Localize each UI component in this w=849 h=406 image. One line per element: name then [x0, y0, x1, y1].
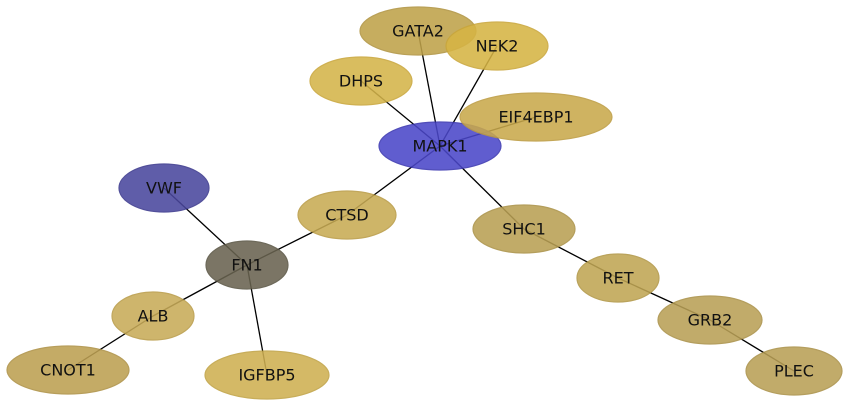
node-label: CNOT1 [40, 361, 96, 380]
node-ellipse[interactable] [472, 204, 576, 254]
node-fn1[interactable]: FN1 [205, 240, 289, 290]
node-label: GRB2 [688, 311, 733, 330]
node-ellipse[interactable] [309, 56, 413, 106]
node-ellipse[interactable] [204, 350, 330, 400]
node-dhps[interactable]: DHPS [309, 56, 413, 106]
node-ellipse[interactable] [118, 163, 210, 213]
node-label: DHPS [339, 72, 383, 91]
node-ellipse[interactable] [6, 345, 130, 395]
node-label: PLEC [774, 362, 814, 381]
node-ellipse[interactable] [445, 21, 549, 71]
node-label: NEK2 [476, 37, 519, 56]
node-nek2[interactable]: NEK2 [445, 21, 549, 71]
node-label: VWF [146, 179, 182, 198]
node-label: FN1 [231, 256, 262, 275]
node-igfbp5[interactable]: IGFBP5 [204, 350, 330, 400]
node-plec[interactable]: PLEC [745, 346, 843, 396]
node-label: MAPK1 [412, 137, 467, 156]
node-label: CTSD [325, 206, 368, 225]
node-ellipse[interactable] [378, 121, 502, 171]
node-ellipse[interactable] [111, 291, 195, 341]
node-ellipse[interactable] [576, 253, 660, 303]
node-label: RET [603, 269, 634, 288]
node-ellipse[interactable] [657, 295, 763, 345]
node-ellipse[interactable] [297, 190, 397, 240]
node-ctsd[interactable]: CTSD [297, 190, 397, 240]
node-ellipse[interactable] [205, 240, 289, 290]
node-cnot1[interactable]: CNOT1 [6, 345, 130, 395]
node-label: EIF4EBP1 [498, 108, 573, 127]
node-label: IGFBP5 [238, 366, 295, 385]
node-eif4ebp1[interactable]: EIF4EBP1 [459, 92, 613, 142]
node-grb2[interactable]: GRB2 [657, 295, 763, 345]
node-shc1[interactable]: SHC1 [472, 204, 576, 254]
node-label: SHC1 [502, 220, 546, 239]
node-ellipse[interactable] [745, 346, 843, 396]
node-alb[interactable]: ALB [111, 291, 195, 341]
node-ret[interactable]: RET [576, 253, 660, 303]
node-vwf[interactable]: VWF [118, 163, 210, 213]
node-ellipse[interactable] [459, 92, 613, 142]
node-mapk1[interactable]: MAPK1 [378, 121, 502, 171]
node-label: GATA2 [392, 22, 444, 41]
node-label: ALB [138, 307, 169, 326]
